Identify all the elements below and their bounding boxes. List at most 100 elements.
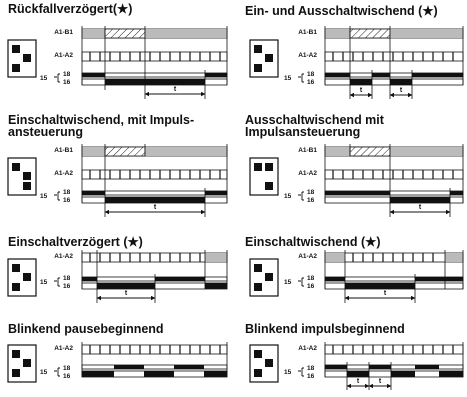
panel-title: Ein- und Ausschaltwischend (★) — [245, 4, 438, 18]
signal-row-a1b1 — [324, 146, 464, 157]
svg-text:15: 15 — [284, 193, 292, 200]
timing-edges — [81, 26, 228, 99]
relay-symbol — [249, 258, 279, 297]
output-label: 15 18 16 — [284, 71, 315, 86]
output-label: 15 18 16 — [284, 365, 315, 380]
relay-symbol — [7, 157, 37, 196]
svg-text:15: 15 — [284, 75, 292, 82]
svg-text:16: 16 — [63, 197, 71, 204]
signal-row-a1b1 — [81, 28, 228, 39]
output-label: 15 18 16 — [284, 189, 315, 204]
time-label-on: t — [360, 87, 363, 94]
panel-blinkend-impulsbeginnend: Blinkend impulsbeginnend A1-A2 15 18 16 — [245, 322, 464, 390]
time-label: t — [384, 290, 387, 297]
svg-text:16: 16 — [63, 79, 71, 86]
signal-label-a1a2: A1-A2 — [298, 253, 317, 260]
signal-row-a1a2 — [81, 169, 228, 180]
signal-label-a1b1: A1-B1 — [54, 29, 73, 36]
panel-rueckfallverzoegert: Rückfallverzögert(★) A1-B1 A1-A2 15 18 1… — [7, 2, 228, 99]
output-row — [324, 276, 464, 290]
relay-symbol — [249, 344, 279, 383]
output-label: 15 18 16 — [40, 365, 71, 380]
output-label: 15 18 16 — [40, 189, 71, 204]
output-row — [324, 72, 464, 86]
timing-edges — [81, 250, 228, 303]
signal-label-a1a2: A1-A2 — [54, 253, 73, 260]
output-label: 15 18 16 — [40, 71, 71, 86]
output-label: 15 18 16 — [40, 275, 71, 290]
relay-symbol — [7, 258, 37, 297]
output-row — [324, 190, 464, 204]
signal-label-a1a2: A1-A2 — [298, 345, 317, 352]
signal-label-a1a2: A1-A2 — [298, 170, 317, 177]
time-label: t — [174, 86, 177, 93]
output-label: 15 18 16 — [284, 275, 315, 290]
svg-text:18: 18 — [307, 365, 315, 372]
signal-label-a1a2: A1-A2 — [54, 52, 73, 59]
svg-text:18: 18 — [63, 365, 71, 372]
svg-text:15: 15 — [40, 75, 48, 82]
svg-text:15: 15 — [40, 193, 48, 200]
svg-text:15: 15 — [284, 369, 292, 376]
time-label-off: t — [400, 87, 403, 94]
panel-title: Einschaltwischend, mit Impuls- ansteueru… — [8, 113, 198, 139]
timing-edges — [81, 144, 228, 217]
relay-symbol — [249, 39, 279, 78]
signal-label-a1b1: A1-B1 — [298, 147, 317, 154]
panel-title: Blinkend pausebeginnend — [8, 322, 164, 336]
panel-einschaltwischend-impuls: Einschaltwischend, mit Impuls- ansteueru… — [7, 113, 228, 217]
panel-title: Einschaltwischend (★) — [245, 235, 381, 249]
panel-einschaltverzoegert: Einschaltverzögert (★) A1-A2 15 18 16 — [7, 235, 228, 303]
svg-text:16: 16 — [307, 373, 315, 380]
svg-text:16: 16 — [307, 283, 315, 290]
svg-text:15: 15 — [40, 279, 48, 286]
signal-label-a1a2: A1-A2 — [54, 345, 73, 352]
time-label-pulse: t — [357, 378, 360, 385]
signal-row-a1a2 — [81, 51, 228, 62]
panel-title: Ausschaltwischend mit Impulsansteuerung — [245, 113, 387, 139]
panel-einschaltwischend: Einschaltwischend (★) A1-A2 15 18 16 — [245, 235, 464, 303]
svg-text:18: 18 — [63, 71, 71, 78]
svg-text:16: 16 — [63, 283, 71, 290]
svg-text:18: 18 — [307, 275, 315, 282]
svg-text:18: 18 — [307, 71, 315, 78]
svg-text:15: 15 — [40, 369, 48, 376]
signal-label-a1a2: A1-A2 — [298, 52, 317, 59]
svg-text:15: 15 — [284, 279, 292, 286]
signal-row-a1b1 — [324, 28, 464, 39]
output-row — [81, 364, 228, 378]
signal-label-a1a2: A1-A2 — [54, 170, 73, 177]
signal-row-a1b1 — [81, 146, 228, 157]
output-row — [324, 364, 464, 378]
svg-text:16: 16 — [307, 79, 315, 86]
svg-text:16: 16 — [307, 197, 315, 204]
panel-title: Einschaltverzögert (★) — [8, 235, 143, 249]
svg-text:16: 16 — [63, 373, 71, 380]
relay-symbol — [7, 344, 37, 383]
time-label-pause: t — [379, 378, 382, 385]
signal-row-a1a2 — [324, 252, 464, 263]
relay-symbol — [249, 157, 279, 196]
svg-text:18: 18 — [307, 189, 315, 196]
signal-row-a1a2 — [81, 344, 228, 355]
timing-edges — [324, 26, 464, 99]
timing-edges — [324, 342, 464, 390]
panel-blinkend-pausebeginnend: Blinkend pausebeginnend A1-A2 15 18 16 — [7, 322, 228, 383]
panel-ausschaltwischend-impuls: Ausschaltwischend mit Impulsansteuerung … — [245, 113, 464, 217]
panel-title: Blinkend impulsbeginnend — [245, 322, 405, 336]
time-label: t — [125, 290, 128, 297]
signal-label-a1b1: A1-B1 — [54, 147, 73, 154]
svg-text:18: 18 — [63, 275, 71, 282]
panel-title: Rückfallverzögert(★) — [8, 2, 132, 16]
signal-label-a1b1: A1-B1 — [298, 29, 317, 36]
timing-edges — [81, 342, 228, 377]
panel-ein-ausschaltwischend: Ein- und Ausschaltwischend (★) A1-B1 A1-… — [245, 4, 464, 99]
timing-edges — [324, 144, 464, 217]
signal-row-a1a2 — [324, 169, 464, 180]
timing-edges — [324, 250, 464, 303]
signal-row-a1a2 — [324, 344, 464, 355]
time-label: t — [419, 204, 422, 211]
relay-symbol — [7, 39, 37, 78]
